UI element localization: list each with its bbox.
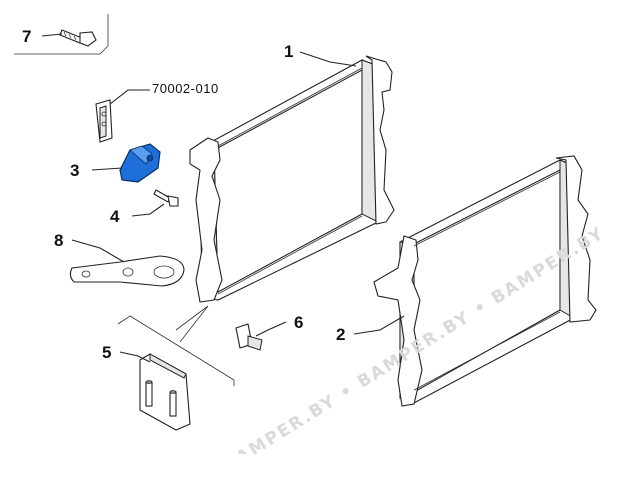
- leader-8: [71, 239, 125, 263]
- callout-1: 1: [284, 42, 293, 61]
- part-7-screw[interactable]: [59, 29, 97, 47]
- part-3-bracket-highlighted[interactable]: [119, 143, 161, 183]
- leader-5: [119, 351, 151, 363]
- callout-6: 6: [294, 313, 303, 332]
- callout-8: 8: [54, 231, 63, 250]
- part-5-guide[interactable]: [139, 353, 191, 431]
- footer-strip: [0, 454, 640, 480]
- leader-70002-010: [109, 89, 150, 105]
- leader-2: [353, 315, 405, 335]
- part-4-bolt[interactable]: [153, 189, 179, 207]
- inset-frame-5: [117, 305, 235, 386]
- callout-2: 2: [336, 325, 345, 344]
- leader-1: [299, 51, 357, 67]
- inset-frame-7: [14, 14, 109, 55]
- part-1-radiator[interactable]: [189, 55, 395, 303]
- part-70002-010-bracket[interactable]: [95, 99, 113, 143]
- leader-3: [91, 167, 123, 171]
- callout-5: 5: [102, 343, 111, 362]
- part-8-support[interactable]: [69, 255, 185, 287]
- leader-6: [255, 321, 287, 337]
- part-6-clip[interactable]: [235, 323, 263, 351]
- callout-3: 3: [70, 161, 79, 180]
- part-code-label: 70002-010: [152, 81, 219, 96]
- leader-7: [41, 33, 63, 37]
- leader-4: [131, 203, 165, 217]
- callout-7: 7: [22, 27, 31, 46]
- part-2-radiator[interactable]: [373, 155, 597, 407]
- callout-4: 4: [110, 207, 120, 226]
